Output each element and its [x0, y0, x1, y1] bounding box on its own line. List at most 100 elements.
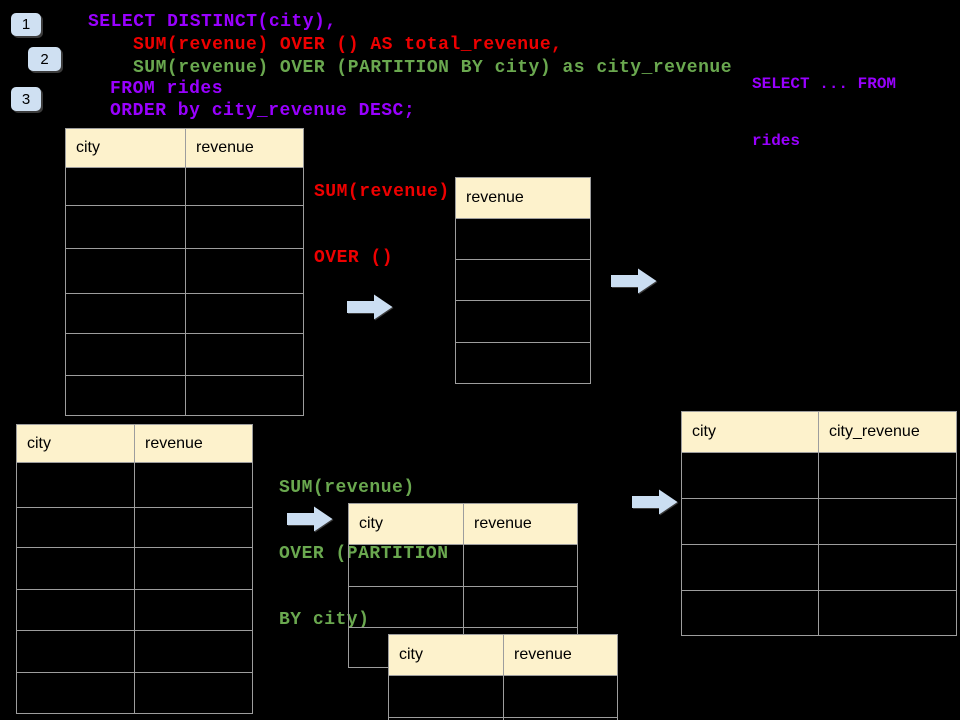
- table-row: [16, 672, 253, 714]
- sql-side-note-line-2: rides: [752, 132, 801, 150]
- empty-cell: [65, 167, 186, 206]
- empty-cell: [185, 293, 304, 334]
- empty-cell: [16, 589, 135, 631]
- table-rides-source-top: city revenue: [65, 128, 304, 416]
- column-header-city: city: [16, 424, 135, 463]
- right-arrow-icon: [347, 294, 393, 320]
- table-total-revenue: revenue: [455, 177, 591, 384]
- table-row: [681, 498, 957, 545]
- table-row: [65, 375, 304, 416]
- empty-cell: [818, 452, 957, 499]
- column-header-city: city: [65, 128, 186, 168]
- empty-cell: [134, 589, 253, 631]
- step-badge-3: 3: [11, 87, 41, 111]
- empty-cell: [455, 218, 591, 260]
- table-row: [455, 300, 591, 343]
- empty-cell: [455, 342, 591, 384]
- table-row: [348, 544, 578, 587]
- empty-cell: [65, 205, 186, 249]
- annotation-partition-line-1: SUM(revenue): [279, 478, 415, 498]
- empty-cell: [16, 462, 135, 508]
- column-header-city: city: [681, 411, 819, 453]
- table-row: [348, 586, 578, 628]
- table-row: [16, 547, 253, 590]
- empty-cell: [134, 547, 253, 590]
- column-header-revenue: revenue: [455, 177, 591, 219]
- sql-line-city-revenue: SUM(revenue) OVER (PARTITION BY city) as…: [133, 58, 732, 78]
- empty-cell: [818, 544, 957, 591]
- table-row: [16, 507, 253, 548]
- empty-cell: [185, 375, 304, 416]
- table-row: [388, 717, 618, 720]
- column-header-city: city: [348, 503, 464, 545]
- table-header-row: city revenue: [65, 128, 304, 168]
- table-header-row: city revenue: [348, 503, 578, 545]
- annotation-total-line-1: SUM(revenue): [314, 182, 450, 202]
- empty-cell: [65, 375, 186, 416]
- empty-cell: [185, 333, 304, 376]
- empty-cell: [16, 672, 135, 714]
- table-city-revenue-result: city city_revenue: [681, 411, 957, 636]
- empty-cell: [681, 452, 819, 499]
- empty-cell: [185, 167, 304, 206]
- empty-cell: [503, 717, 618, 720]
- table-row: [65, 205, 304, 249]
- column-header-revenue: revenue: [185, 128, 304, 168]
- table-row: [681, 452, 957, 499]
- empty-cell: [463, 544, 578, 587]
- table-row: [388, 675, 618, 718]
- right-arrow-icon: [611, 268, 657, 294]
- table-row: [455, 259, 591, 301]
- empty-cell: [681, 544, 819, 591]
- table-row: [455, 218, 591, 260]
- empty-cell: [65, 293, 186, 334]
- table-row: [681, 544, 957, 591]
- empty-cell: [455, 300, 591, 343]
- table-row: [16, 589, 253, 631]
- column-header-revenue: revenue: [134, 424, 253, 463]
- empty-cell: [463, 586, 578, 628]
- empty-cell: [348, 544, 464, 587]
- empty-cell: [503, 675, 618, 718]
- empty-cell: [134, 630, 253, 673]
- table-row: [65, 333, 304, 376]
- empty-cell: [65, 248, 186, 294]
- empty-cell: [134, 672, 253, 714]
- empty-cell: [818, 498, 957, 545]
- empty-cell: [681, 590, 819, 636]
- sql-line-total-revenue: SUM(revenue) OVER () AS total_revenue,: [133, 35, 563, 55]
- table-header-row: revenue: [455, 177, 591, 219]
- table-rides-source-bottom: city revenue: [16, 424, 253, 714]
- annotation-total-revenue: SUM(revenue) OVER (): [314, 137, 450, 313]
- table-row: [681, 590, 957, 636]
- column-header-city-revenue: city_revenue: [818, 411, 957, 453]
- table-partition-2: city revenue: [388, 634, 618, 720]
- empty-cell: [818, 590, 957, 636]
- table-row: [65, 293, 304, 334]
- empty-cell: [388, 675, 504, 718]
- annotation-total-line-2: OVER (): [314, 248, 394, 268]
- empty-cell: [348, 586, 464, 628]
- empty-cell: [16, 630, 135, 673]
- empty-cell: [134, 462, 253, 508]
- table-row: [65, 248, 304, 294]
- sql-side-note: SELECT ... FROM rides: [752, 37, 896, 189]
- step-badge-2: 2: [28, 47, 61, 71]
- table-row: [65, 167, 304, 206]
- column-header-revenue: revenue: [463, 503, 578, 545]
- sql-side-note-line-1: SELECT ... FROM: [752, 75, 897, 93]
- empty-cell: [16, 507, 135, 548]
- sql-line-order-by: ORDER by city_revenue DESC;: [110, 101, 416, 121]
- empty-cell: [455, 259, 591, 301]
- table-header-row: city revenue: [388, 634, 618, 676]
- sql-line-from: FROM rides: [110, 79, 224, 99]
- empty-cell: [681, 498, 819, 545]
- table-row: [16, 630, 253, 673]
- empty-cell: [185, 205, 304, 249]
- column-header-revenue: revenue: [503, 634, 618, 676]
- empty-cell: [185, 248, 304, 294]
- sql-line-select: SELECT DISTINCT(city),: [88, 12, 337, 32]
- table-row: [16, 462, 253, 508]
- table-header-row: city city_revenue: [681, 411, 957, 453]
